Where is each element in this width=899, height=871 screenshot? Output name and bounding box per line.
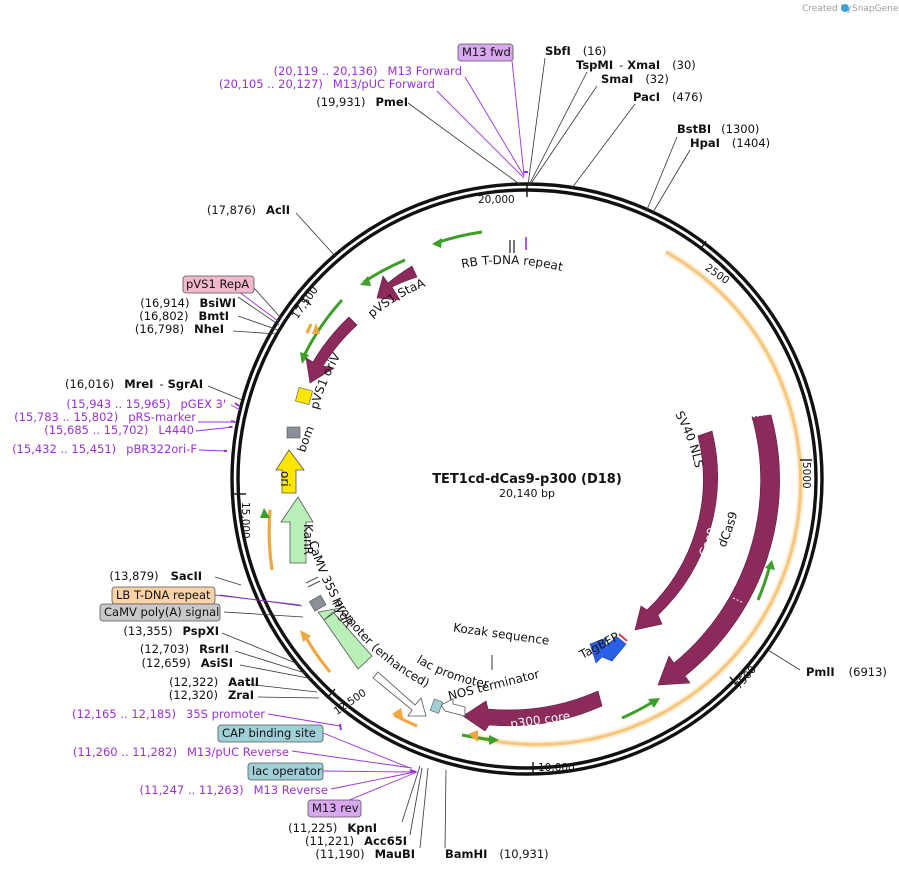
site-paci: PacI(476) xyxy=(633,90,703,104)
orf-arc-left-2 xyxy=(267,509,274,571)
orf-arc-left-1 xyxy=(305,323,313,334)
primer-m13-puc-forward: (20,105 .. 20,127)M13/pUC Forward xyxy=(219,77,435,91)
nos-terminator-arrow xyxy=(440,698,466,717)
primer-m13-forward: (20,119 .. 20,136)M13 Forward xyxy=(273,64,462,78)
site-rsrii: (12,703)RsrII xyxy=(140,642,229,656)
camv-polyA-box xyxy=(308,594,327,612)
primer-pbr322ori-f: (15,432 .. 15,451)pBR322ori-F xyxy=(12,442,197,456)
primer-ticks xyxy=(224,171,528,773)
lb-mark-1 xyxy=(305,576,319,584)
plasmid-title: TET1cd-dCas9-p300 (D18) 20,140 bp xyxy=(432,472,622,500)
tick-17500: 17,500 xyxy=(290,284,321,321)
p300-core-arrow xyxy=(462,690,603,732)
site-aatii: (12,322)AatII xyxy=(169,675,259,689)
cds-marks xyxy=(699,413,771,604)
feature-label-rb: RB T-DNA repeat xyxy=(460,253,564,274)
ori-arrow xyxy=(275,449,305,494)
snapgene-credit: Created by SnapGene xyxy=(802,4,899,14)
svg-text:pVS1 RepA: pVS1 RepA xyxy=(186,277,249,291)
leader-lines xyxy=(207,57,801,849)
tick-15000: 15,000 xyxy=(239,502,251,539)
cds-features xyxy=(305,265,780,732)
site-pspxi: (13,355)PspXI xyxy=(123,624,219,638)
box-pvs1-repa: pVS1 RepA xyxy=(182,275,255,294)
green-arrow-heads xyxy=(260,238,775,745)
primer-35s: (12,165 .. 12,185)35S promoter xyxy=(72,707,265,721)
feature-label-kozak: Kozak sequence xyxy=(452,620,550,647)
primer-m13-puc-reverse: (11,260 .. 11,282)M13/pUC Reverse xyxy=(73,745,289,759)
box-lb-tdna: LB T-DNA repeat xyxy=(111,586,216,605)
green-arrow-top xyxy=(435,230,483,245)
site-mrei: (16,016)MreI-SgrAI xyxy=(65,377,203,391)
site-sbfi: SbfI(16) xyxy=(545,44,606,58)
tagbfp-arrow xyxy=(589,636,627,664)
site-sacii: (13,879)SacII xyxy=(109,569,202,583)
site-kpni: (11,225)KpnI xyxy=(288,821,377,835)
feature-label-dcas9: dCas9 xyxy=(715,510,740,549)
orf-arc-glow xyxy=(474,248,805,749)
svg-text:lac operator: lac operator xyxy=(252,764,322,778)
tick-10000: 10,000 xyxy=(538,762,575,774)
site-bstbi: BstBI(1300) xyxy=(677,122,759,136)
svg-text:CAP binding site: CAP binding site xyxy=(222,726,316,740)
feature-label-ori: ori xyxy=(278,471,292,487)
box-m13-fwd: M13 fwd xyxy=(457,43,514,62)
yellow-box xyxy=(295,387,313,405)
tick-5000: 5000 xyxy=(800,462,812,489)
site-tspmi: TspMI-XmaI(30) xyxy=(576,58,696,72)
primer-prs-marker: (15,783 .. 15,802)pRS-marker xyxy=(14,410,196,424)
box-camv-polya: CaMV poly(A) signal xyxy=(99,603,221,622)
credit-prefix: Created by xyxy=(802,4,852,14)
orf-arrow-heads xyxy=(300,323,478,742)
site-smai: SmaI(32) xyxy=(601,72,669,86)
site-maubi: (11,190)MauBI xyxy=(315,847,415,861)
primer-m13-reverse: (11,247 .. 11,263)M13 Reverse xyxy=(139,783,328,797)
site-pmli: PmlI(6913) xyxy=(806,665,887,679)
site-bmti: (16,802)BmtI xyxy=(139,309,229,323)
primer-pgex3: (15,943 .. 15,965)pGEX 3' xyxy=(66,397,226,411)
box-cap-binding: CAP binding site xyxy=(217,724,324,743)
svg-text:LB T-DNA repeat: LB T-DNA repeat xyxy=(116,588,211,602)
kanR-arrow xyxy=(280,496,314,564)
site-pmei: (19,931)PmeI xyxy=(316,95,408,109)
primer-leaders xyxy=(195,60,525,807)
dcas9-arrow xyxy=(657,414,780,686)
feature-boxes: M13 fwd pVS1 RepA LB T-DNA repeat CaMV p… xyxy=(99,43,514,818)
box-m13-rev: M13 rev xyxy=(307,799,362,818)
site-acc65i: (11,221)Acc65I xyxy=(305,834,407,848)
primer-l4440: (15,685 .. 15,702)L4440 xyxy=(44,423,194,437)
site-zrai: (12,320)ZraI xyxy=(169,688,254,702)
plasmid-size: 20,140 bp xyxy=(499,487,555,500)
lb-mark-2 xyxy=(307,580,321,588)
site-bsiwi: (16,914)BsiWI xyxy=(140,296,236,310)
primer-labels: (20,119 .. 20,136)M13 Forward (20,105 ..… xyxy=(12,64,462,797)
hygR-arrow xyxy=(317,607,373,670)
feature-label-kanR: KanR xyxy=(301,524,315,555)
orf-arc-left-4 xyxy=(393,713,418,728)
bom-box xyxy=(286,426,301,439)
credit-brand: SnapGene xyxy=(852,4,899,14)
site-acli: (17,876)AclI xyxy=(207,203,290,217)
snapgene-logo-icon xyxy=(841,4,849,12)
svg-text:M13 rev: M13 rev xyxy=(312,801,359,815)
site-labels: SbfI(16) TspMI-XmaI(30) SmaI(32) PacI(47… xyxy=(65,44,887,861)
other-features xyxy=(275,237,527,717)
svg-text:M13 fwd: M13 fwd xyxy=(462,45,511,59)
site-hpai: HpaI(1404) xyxy=(690,136,770,150)
svg-text:CaMV poly(A) signal: CaMV poly(A) signal xyxy=(104,605,219,619)
nls-mark xyxy=(618,633,628,642)
site-bamhi: BamHI(10,931) xyxy=(445,847,549,861)
pvs1-oriV-arrow xyxy=(305,316,358,384)
cas9-arrow xyxy=(634,430,718,631)
camv35s-arrow xyxy=(372,671,427,717)
pvs1-staA-arrow xyxy=(376,265,418,301)
site-asisi: (12,659)AsiSI xyxy=(142,656,233,670)
scale-ticks xyxy=(234,184,812,774)
lac-element xyxy=(429,698,444,714)
site-nhei: (16,798)NheI xyxy=(135,322,224,336)
plasmid-name: TET1cd-dCas9-p300 (D18) xyxy=(432,472,622,487)
box-lac-operator: lac operator xyxy=(247,762,324,781)
tick-20000: 20,000 xyxy=(478,194,515,206)
